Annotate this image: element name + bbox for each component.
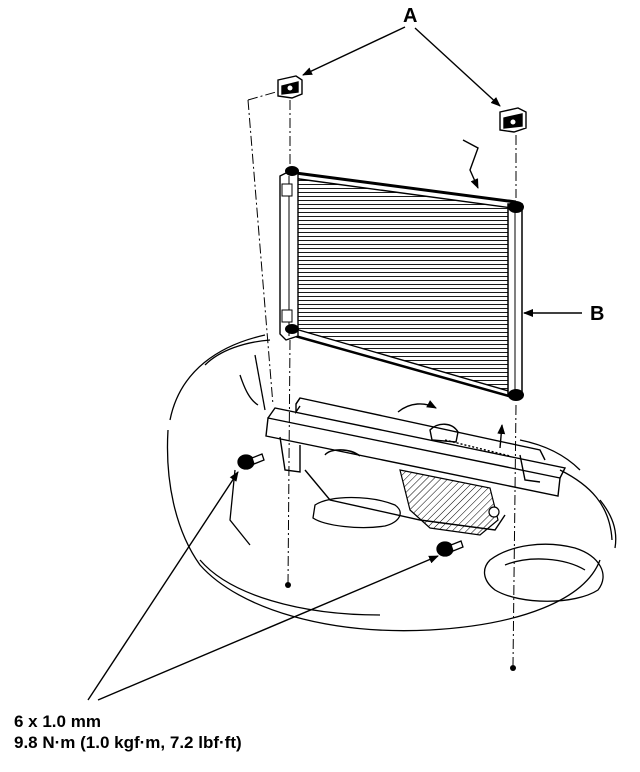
fastener-leaders <box>87 471 439 701</box>
fastener-torque-label: 9.8 N·m (1.0 kgf·m, 7.2 lbf·ft) <box>14 733 242 752</box>
bolt-icon <box>237 453 265 470</box>
bolt-icon <box>488 506 500 518</box>
fastener-size-label: 6 x 1.0 mm <box>14 712 101 731</box>
callout-a-label: A <box>403 5 417 27</box>
alignment-lines <box>247 91 517 666</box>
condenser-icon <box>279 166 524 401</box>
mount-point-marks <box>285 582 516 671</box>
callout-b-label: B <box>590 303 604 325</box>
callout-a-leaders <box>302 26 501 107</box>
bracket-icon <box>499 107 527 133</box>
arrow-icon <box>462 139 506 449</box>
radiator-support <box>265 397 567 531</box>
air-guide-duct <box>399 469 499 536</box>
vehicle-front-body <box>166 334 617 632</box>
bracket-icon <box>277 75 303 99</box>
bolt-icon <box>436 540 464 557</box>
